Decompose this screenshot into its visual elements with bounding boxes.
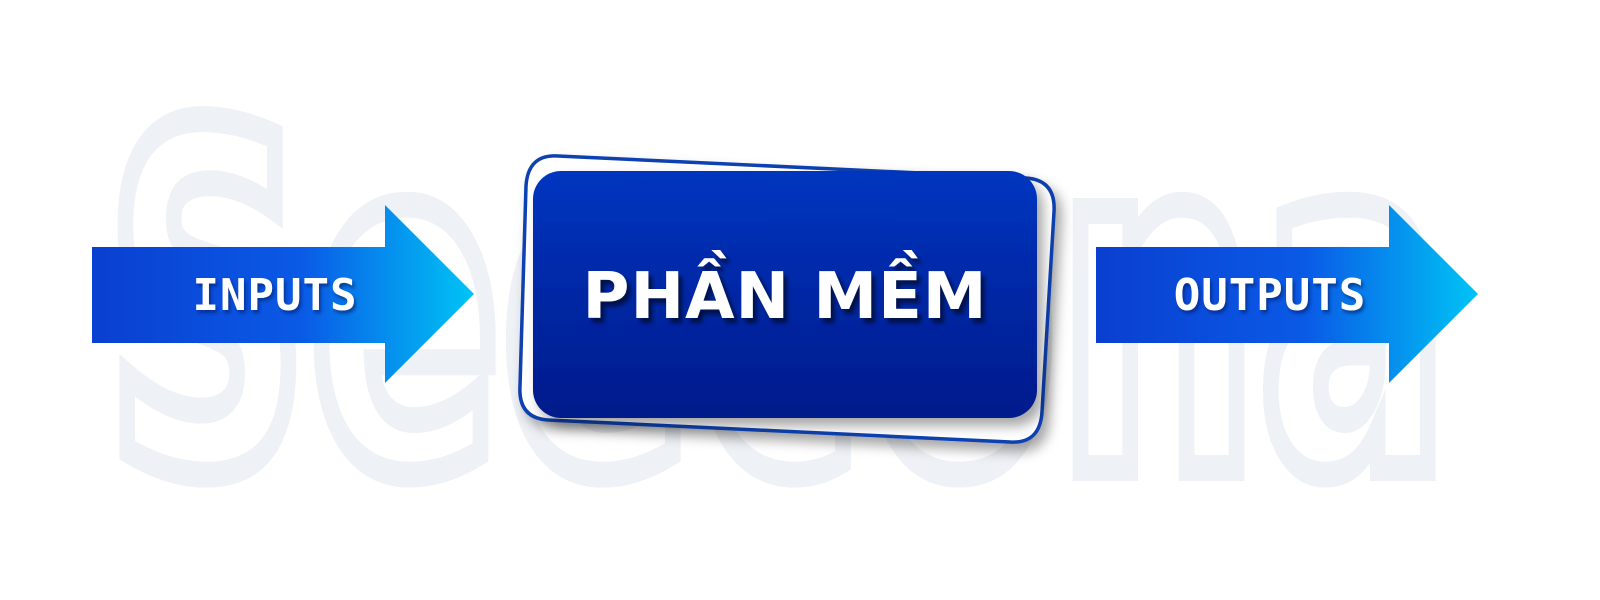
software-box: PHẦN MỀM (518, 154, 1056, 444)
input-arrow: INPUTS (92, 205, 474, 383)
software-label: PHẦN MỀM (583, 249, 988, 334)
input-arrow-shape (92, 205, 474, 383)
output-label: OUTPUTS (1174, 270, 1366, 321)
software-panel (533, 171, 1037, 418)
output-arrow-shape (1096, 205, 1478, 383)
output-arrow: OUTPUTS (1096, 205, 1478, 383)
input-label: INPUTS (193, 270, 358, 321)
